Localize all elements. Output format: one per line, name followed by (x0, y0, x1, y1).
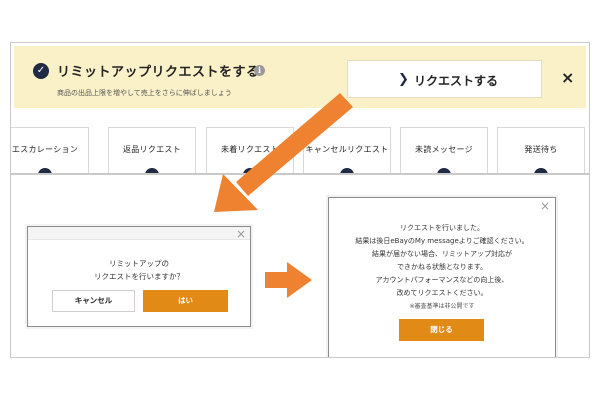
dialog-header-strip (28, 227, 250, 240)
tab-cancel-request[interactable]: キャンセルリクエスト (303, 127, 391, 173)
yes-button[interactable]: はい (143, 290, 228, 312)
banner-subtitle: 商品の出品上限を増やして売上をさらに伸ばしましょう (57, 89, 232, 97)
confirm-line-1: リミットアップの (109, 259, 169, 268)
count-badge (534, 168, 548, 173)
close-icon[interactable]: × (236, 227, 247, 241)
tab-escalation[interactable]: エスカレーション (11, 127, 89, 173)
tab-label: 発送待ち (524, 145, 558, 154)
result-line: アカウントパフォーマンスなどの向上後、 (375, 276, 509, 284)
request-button[interactable]: ❯ リクエストする (347, 60, 542, 98)
result-line: リクエストを行いました。 (400, 224, 484, 232)
close-icon[interactable]: × (540, 199, 551, 213)
tab-label: エスカレーション (11, 145, 79, 154)
tab-label: 未着リクエスト (220, 145, 280, 154)
limit-up-banner: ✓ リミットアップリクエストをする i 商品の出品上限を増やして売上をさらに伸ば… (14, 46, 586, 108)
check-circle-icon: ✓ (33, 63, 49, 79)
count-badge (38, 168, 52, 173)
info-icon[interactable]: i (254, 65, 265, 76)
tab-unread-messages[interactable]: 未読メッセージ (400, 127, 488, 173)
tab-not-received-request[interactable]: 未着リクエスト (206, 127, 294, 173)
result-message: リクエストを行いました。 結果は後日eBayのMy messageよりご確認くだ… (329, 222, 555, 313)
count-badge (145, 168, 159, 173)
request-page-screen: ✓ リミットアップリクエストをする i 商品の出品上限を増やして売上をさらに伸ば… (10, 42, 590, 174)
result-line: 結果が届かない場合、リミットアップ対応が (372, 250, 512, 258)
background-text-ghost (61, 224, 101, 227)
banner-title: リミットアップリクエストをする (57, 65, 260, 80)
dialog-flow-screen: × リミットアップの リクエストを行いますか？ キャンセル はい × リクエスト… (10, 174, 590, 358)
result-dialog: × リクエストを行いました。 結果は後日eBayのMy messageよりご確認… (328, 197, 556, 357)
close-button[interactable]: 閉じる (399, 319, 484, 341)
confirm-message: リミットアップの リクエストを行いますか？ (28, 257, 250, 283)
result-line: 結果は後日eBayのMy messageよりご確認ください。 (355, 237, 529, 245)
tab-label: 未読メッセージ (415, 145, 473, 154)
status-tabs: エスカレーション 返品リクエスト 未着リクエスト キャンセルリクエスト 未読メッ… (11, 127, 589, 173)
tab-label: キャンセルリクエスト (305, 145, 389, 154)
result-line: できかねる状態となります。 (396, 263, 488, 271)
close-icon[interactable]: × (561, 68, 575, 87)
tab-return-request[interactable]: 返品リクエスト (108, 127, 196, 173)
confirm-line-2: リクエストを行いますか？ (94, 272, 184, 281)
background-text-ghost (151, 224, 191, 227)
chevron-right-icon: ❯ (398, 72, 409, 87)
tab-label: 返品リクエスト (122, 145, 182, 154)
request-button-label: リクエストする (414, 74, 499, 88)
result-line: 改めてリクエストください。 (396, 289, 488, 297)
review-criteria-note: ※審査基準は非公開です (409, 303, 475, 310)
cancel-button[interactable]: キャンセル (52, 290, 135, 312)
tab-awaiting-shipment[interactable]: 発送待ち (497, 127, 585, 173)
confirm-dialog: × リミットアップの リクエストを行いますか？ キャンセル はい (27, 226, 251, 327)
count-badge (437, 168, 451, 173)
